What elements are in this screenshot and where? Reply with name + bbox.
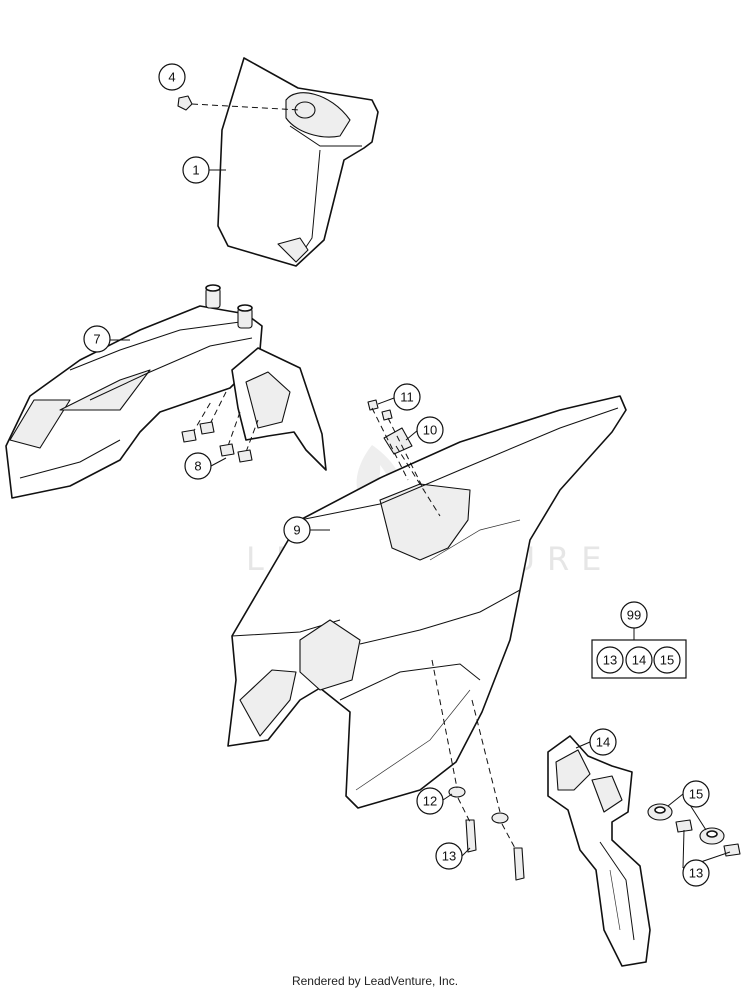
callout-12: 12 xyxy=(416,787,444,815)
part-15-grommets xyxy=(647,803,725,845)
callout-7: 7 xyxy=(83,325,111,353)
callout-11: 11 xyxy=(393,383,421,411)
callout-13-right: 13 xyxy=(682,859,710,887)
part-12-grommets xyxy=(431,659,509,824)
kit-item-13-label: 13 xyxy=(603,653,617,668)
part-13-bolts-center xyxy=(457,797,525,881)
callout-12-label: 12 xyxy=(423,794,437,809)
callout-14: 14 xyxy=(589,728,617,756)
part-4-screw xyxy=(177,95,301,111)
callout-4-label: 4 xyxy=(168,70,175,85)
callout-13-center-label: 13 xyxy=(442,849,456,864)
part-11-screws xyxy=(367,399,425,491)
callout-8: 8 xyxy=(184,452,212,480)
part-14-side-panel xyxy=(547,735,651,967)
callout-1-label: 1 xyxy=(192,163,199,178)
callout-15: 15 xyxy=(682,780,710,808)
callout-8-label: 8 xyxy=(194,459,201,474)
callout-9-label: 9 xyxy=(293,523,300,538)
callout-13-right-label: 13 xyxy=(689,866,703,881)
kit-item-13: 13 xyxy=(596,646,624,674)
callout-10: 10 xyxy=(416,416,444,444)
callout-13-center: 13 xyxy=(435,842,463,870)
kit-item-15: 15 xyxy=(653,646,681,674)
part-8-screws xyxy=(181,391,259,463)
callout-4: 4 xyxy=(158,63,186,91)
callout-1: 1 xyxy=(182,156,210,184)
part-7-front-fender xyxy=(5,284,327,499)
callout-9: 9 xyxy=(283,516,311,544)
footer-credit: Rendered by LeadVenture, Inc. xyxy=(291,974,459,988)
part-9-rear-fender xyxy=(227,395,627,809)
callout-10-label: 10 xyxy=(423,423,437,438)
kit-item-14: 14 xyxy=(625,646,653,674)
kit-item-14-label: 14 xyxy=(632,653,646,668)
callout-15-label: 15 xyxy=(689,787,703,802)
part-1-number-plate xyxy=(217,57,379,267)
callout-11-label: 11 xyxy=(400,390,414,405)
callout-99: 99 xyxy=(620,601,648,629)
callout-99-label: 99 xyxy=(627,608,641,623)
kit-item-15-label: 15 xyxy=(660,653,674,668)
callout-7-label: 7 xyxy=(93,332,100,347)
callout-14-label: 14 xyxy=(596,735,610,750)
part-10-clip xyxy=(383,427,441,517)
